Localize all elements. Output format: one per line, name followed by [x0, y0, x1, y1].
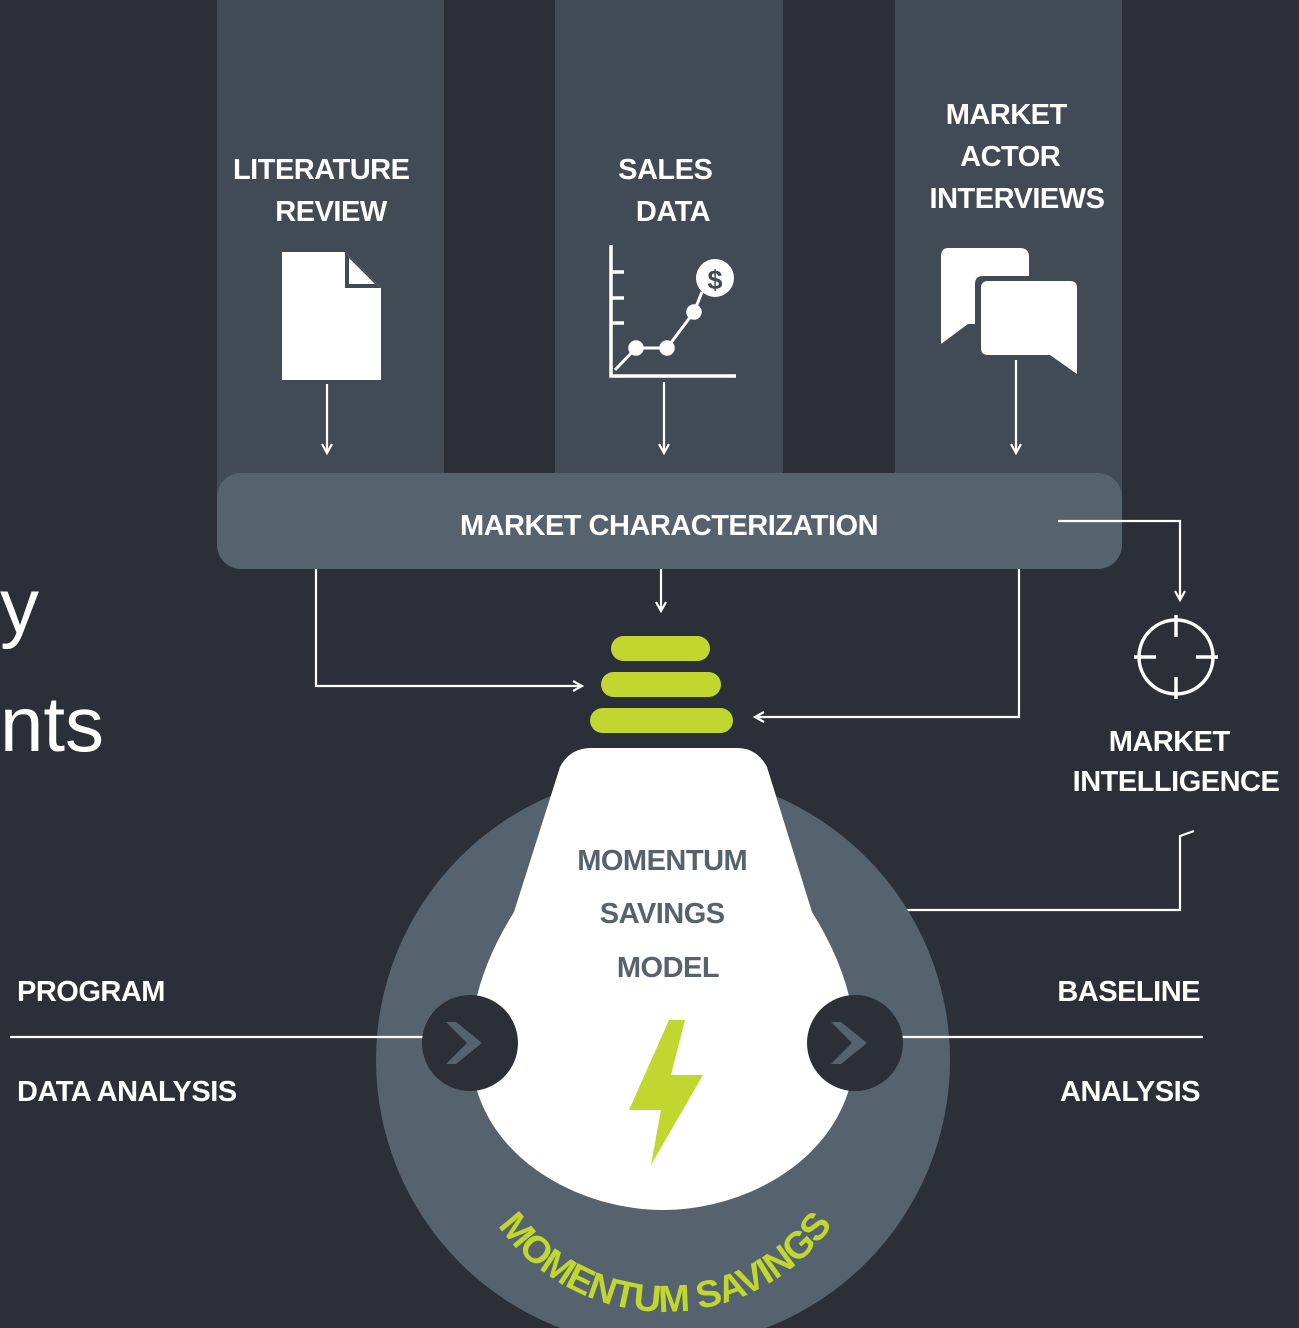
- market-intelligence-label: MARKET INTELLIGENCE: [1073, 726, 1280, 798]
- bulb-base-segment-2: [601, 672, 721, 697]
- literature-review-label: LITERATURE REVIEW: [233, 154, 417, 228]
- partial-title-line1: y: [0, 562, 39, 650]
- analysis-label: ANALYSIS: [1060, 1076, 1200, 1108]
- svg-text:$: $: [707, 265, 722, 295]
- arrow-model-to-intelligence: [812, 829, 1195, 912]
- market-characterization-bar: [217, 473, 1122, 569]
- market-actor-interviews-label: MARKET ACTOR INTERVIEWS: [930, 99, 1105, 215]
- target-crosshair-icon: [1134, 615, 1218, 699]
- sales-column: [555, 0, 783, 500]
- program-label: PROGRAM: [17, 976, 165, 1008]
- lightning-bolt-icon: [629, 1020, 703, 1165]
- bulb-base-segment-3: [590, 708, 733, 733]
- arrow-to-market-intelligence: [1058, 519, 1180, 600]
- bulb-base-segment-1: [611, 636, 710, 661]
- sales-data-label: SALES DATA: [618, 154, 720, 228]
- partial-title-line2: nts: [0, 680, 104, 768]
- bulb-glass: [470, 748, 856, 1210]
- left-chevron-icon: [422, 995, 518, 1091]
- sales-chart-dollar-icon: $: [609, 245, 736, 378]
- arrow-left-to-model: [314, 569, 582, 686]
- data-analysis-label: DATA ANALYSIS: [17, 1076, 237, 1108]
- baseline-label: BASELINE: [1057, 976, 1200, 1008]
- market-characterization-label: MARKET CHARACTERIZATION: [460, 510, 878, 542]
- chat-bubbles-icon: [941, 248, 1079, 376]
- right-chevron-icon: [807, 995, 903, 1091]
- model-label: MOMENTUM SAVINGS MODEL: [577, 845, 755, 984]
- arrow-right-to-model: [755, 569, 1021, 717]
- literature-column: [217, 0, 444, 500]
- document-icon: [282, 252, 381, 380]
